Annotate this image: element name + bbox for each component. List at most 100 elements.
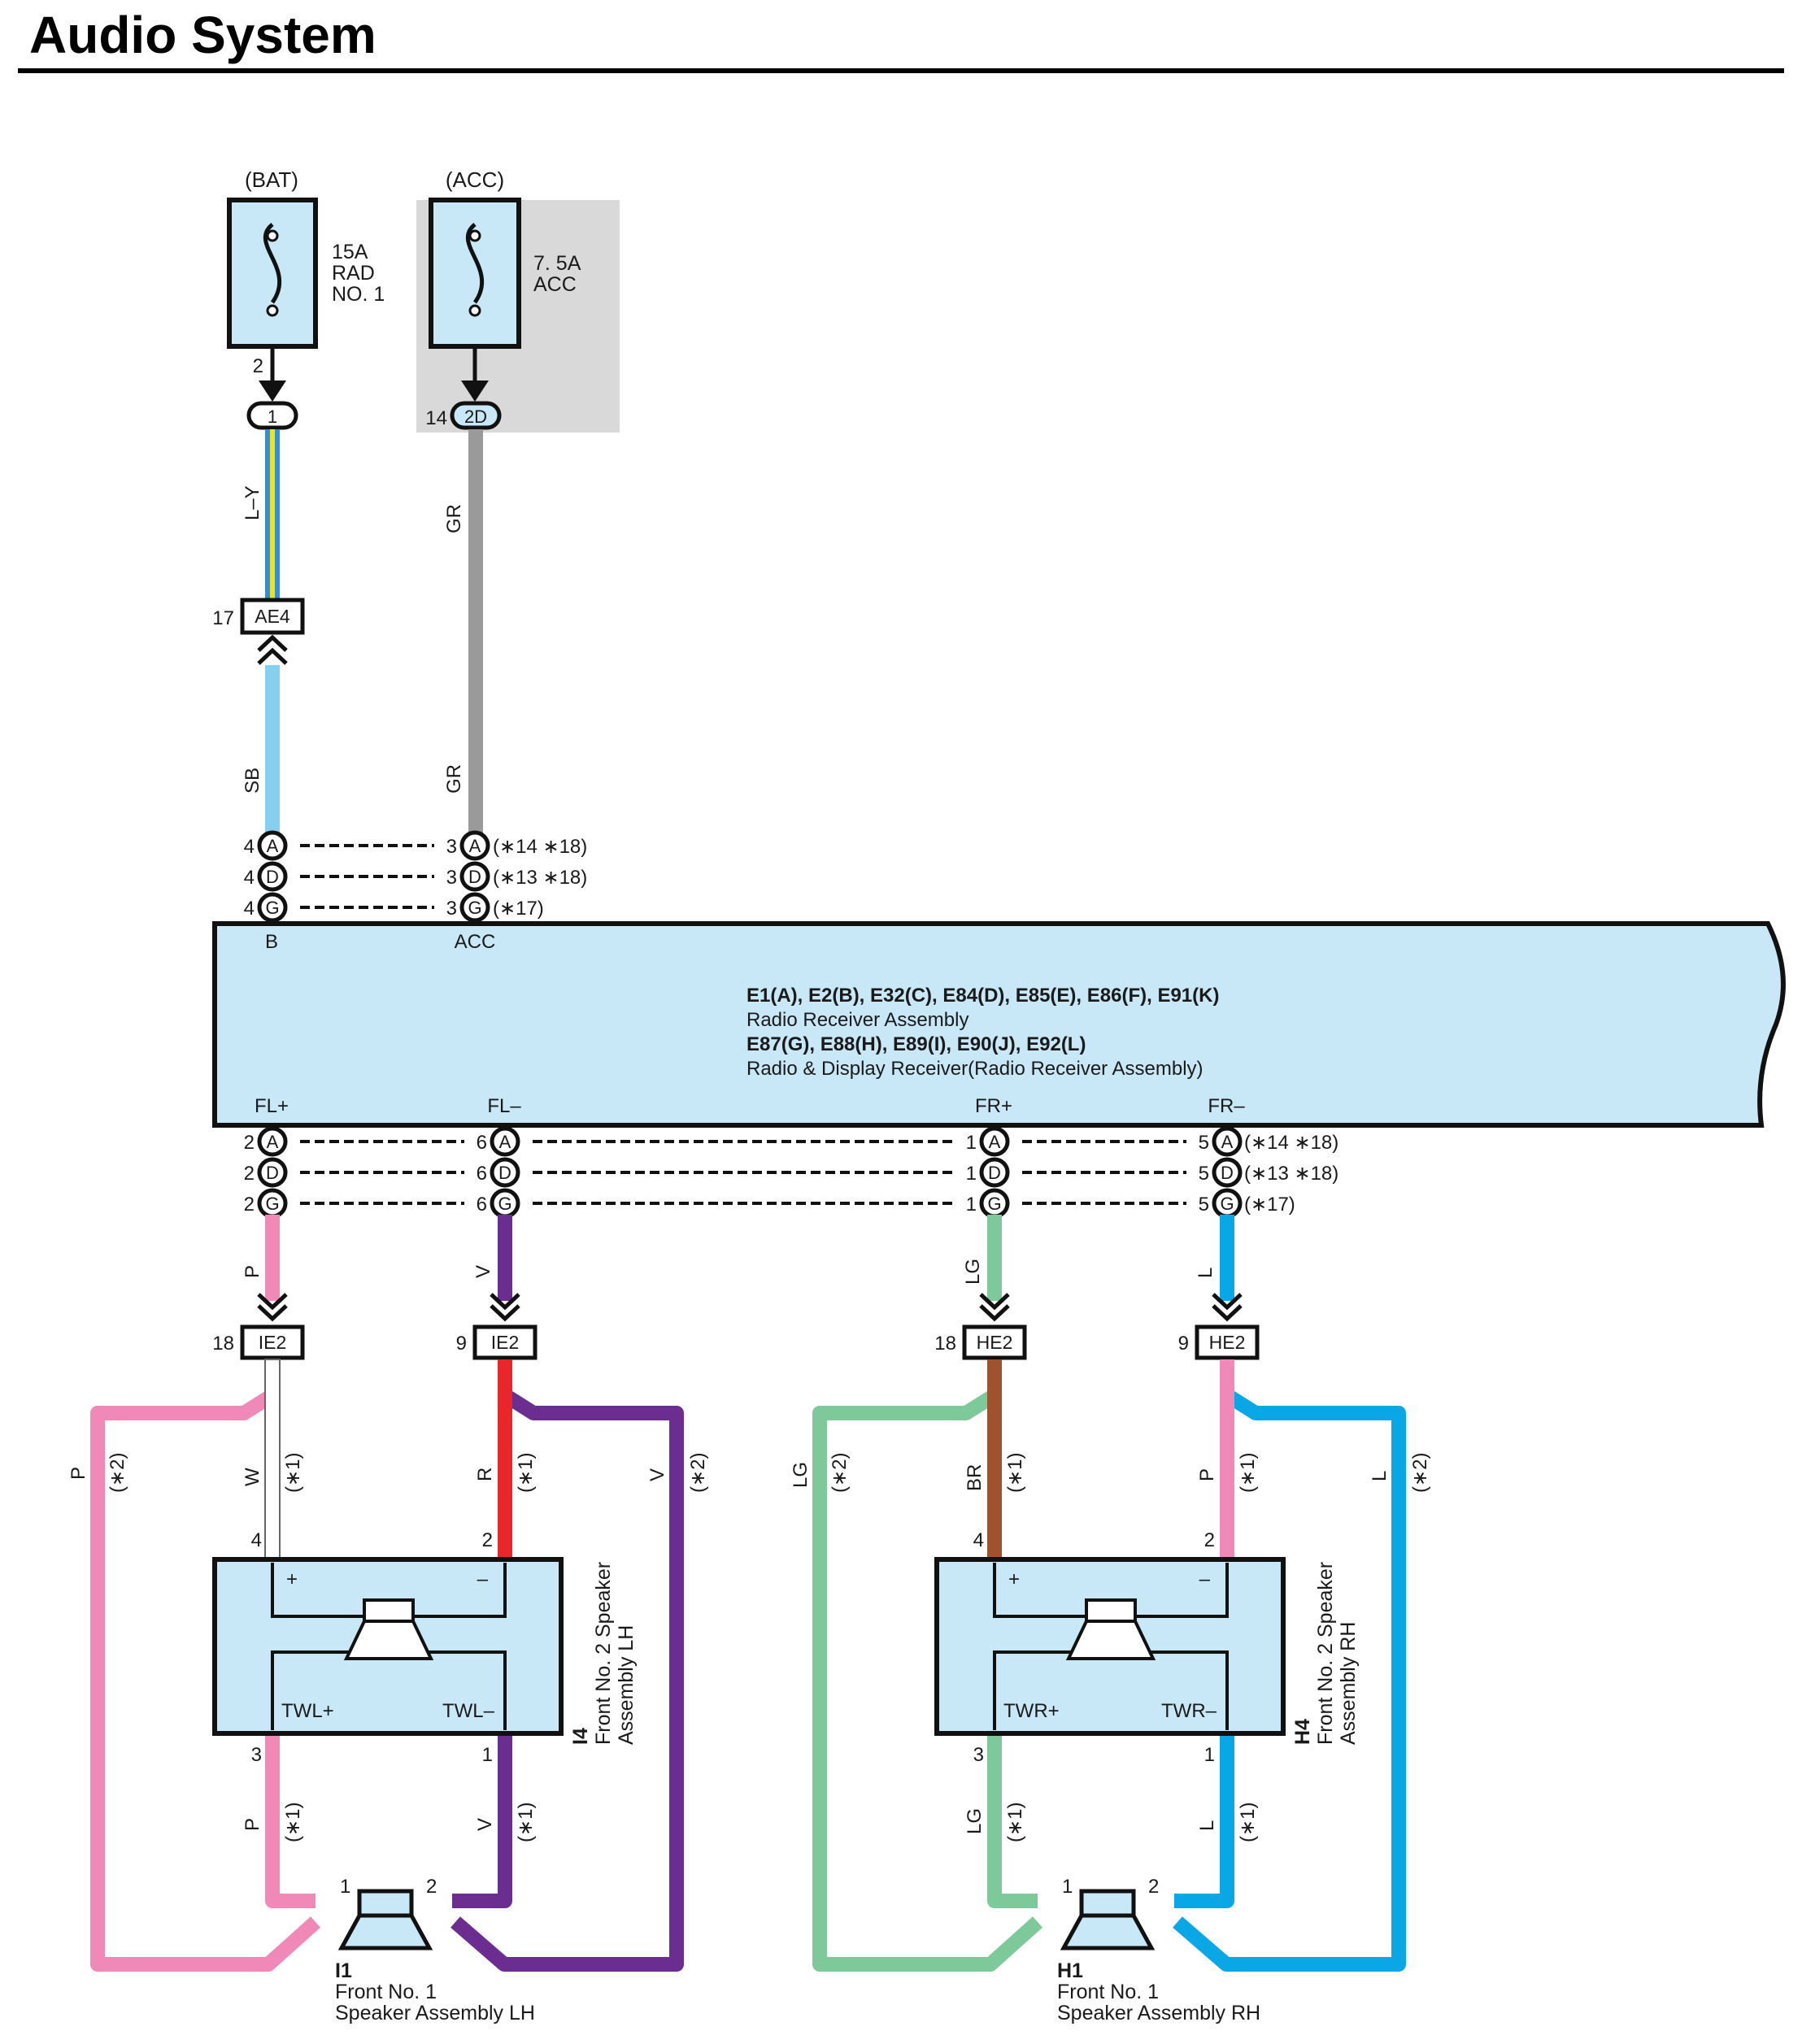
connector-ie2-fl-plus-pin: 18: [212, 1333, 234, 1355]
lh-outer-v-label: V: [646, 1468, 668, 1481]
wire-rh-tw-l: [1174, 1733, 1234, 1908]
lh-spk-code: I1: [335, 1959, 352, 1982]
lh-spk-pin1: 1: [340, 1876, 350, 1898]
wire-sb-label: SB: [242, 768, 263, 794]
connector-he2-fr-plus-label: HE2: [977, 1332, 1013, 1353]
lh-pin-minus: 2: [482, 1529, 493, 1551]
fuse-element-icon: [465, 223, 485, 304]
bat-fuse-rating: 15A: [332, 241, 368, 263]
receiver-name-line2: Radio & Display Receiver(Radio Receiver …: [746, 1058, 1204, 1080]
lh-assy-line1: Front No. 2 Speaker: [592, 1562, 615, 1745]
pin-number: 4: [244, 898, 255, 920]
connector-he2-fr-plus: [962, 1324, 1027, 1360]
connector-ie2-fl-plus: [240, 1324, 305, 1360]
lh-tw-v-note: (∗1): [515, 1803, 537, 1842]
acc-source-label: (ACC): [446, 167, 504, 192]
connector-letter: G: [1220, 1194, 1234, 1214]
wire-sb: [265, 665, 280, 834]
rh-outer-lg-label: LG: [790, 1462, 812, 1488]
rh-outer-lg-note: (∗2): [829, 1453, 851, 1493]
rh-tw-minus: TWR–: [1161, 1700, 1217, 1722]
receiver-connectors-line1: E1(A), E2(B), E32(C), E84(D), E85(E), E8…: [746, 985, 1219, 1007]
connector-pin-circle: [979, 1126, 1010, 1157]
lh-tw-plus: TWL+: [281, 1700, 334, 1722]
lh-pin-plus: 4: [251, 1529, 262, 1551]
connector-letter: G: [498, 1194, 511, 1214]
connector-letter: A: [499, 1132, 511, 1152]
lh-outer-p-label: P: [67, 1467, 89, 1480]
lh-pin-tw-plus: 3: [251, 1744, 262, 1766]
connector-letter: G: [468, 898, 481, 918]
lh-w-note: (∗1): [282, 1453, 304, 1493]
lh-tw-p-label: P: [242, 1818, 263, 1831]
acc-fuse-rating: 7. 5A: [533, 252, 581, 275]
lh-spk-pin2: 2: [426, 1876, 437, 1898]
wire-lh-w: [264, 1359, 281, 1560]
connector-letter: D: [498, 1163, 511, 1183]
fuse-acc: (ACC) 7. 5A ACC: [429, 167, 581, 349]
wire-fr-plus-label: LG: [962, 1259, 984, 1285]
wire-rh-tw-lg: [987, 1733, 1038, 1908]
wire-lh-tw-v: [452, 1733, 512, 1908]
lh-pin-tw-minus: 1: [482, 1744, 493, 1766]
connector-letter: G: [265, 898, 279, 918]
lh-tw-p-note: (∗1): [282, 1803, 304, 1842]
rh-br-label: BR: [964, 1464, 986, 1491]
fuse-rad-no1: (BAT) 15A RAD NO. 1: [227, 167, 385, 349]
acc-fuse-name: ACC: [533, 273, 577, 296]
connector-pin-circle: [490, 1157, 520, 1188]
rh-spk-pin2: 2: [1148, 1876, 1159, 1898]
lh-assy-line2: Assembly LH: [615, 1625, 638, 1745]
variant-note: (∗14 ∗18): [493, 836, 587, 858]
variant-note: (∗13 ∗18): [493, 867, 587, 889]
connector-letter: A: [267, 1132, 279, 1152]
connector-letter: A: [1221, 1132, 1234, 1152]
rh-spk-pin1: 1: [1062, 1876, 1073, 1898]
lh-tw-v-label: V: [474, 1818, 496, 1831]
connector-pin-circle: [459, 892, 490, 923]
bat-fuse-name-1: RAD: [332, 262, 375, 285]
acc-fuse-pin: 14: [425, 407, 447, 429]
pin-number: 5: [1199, 1194, 1209, 1216]
connector-he2-fr-minus-label: HE2: [1209, 1332, 1246, 1353]
pin-number: 3: [446, 898, 457, 920]
connector-ae4: [240, 598, 305, 635]
junction-connector-2d-label: 2D: [464, 407, 487, 427]
rh-br-note: (∗1): [1004, 1453, 1026, 1493]
connector-pin-circle: [257, 892, 288, 923]
connector-ie2-fl-minus: [472, 1324, 538, 1360]
pin-number: 4: [244, 867, 255, 889]
pin-number: 1: [966, 1163, 977, 1185]
pin-number: 2: [244, 1132, 255, 1154]
pin-number: 4: [244, 836, 255, 858]
connector-ie2-fl-plus-label: IE2: [259, 1332, 287, 1353]
connector-he2-fr-plus-pin: 18: [934, 1333, 956, 1355]
rh-tw-l-note: (∗1): [1237, 1803, 1259, 1842]
connector-ae4-pin: 17: [212, 607, 234, 629]
arrow-down-icon: [461, 381, 489, 402]
lh-r-note: (∗1): [515, 1453, 537, 1493]
rh-speaker-group: LG (∗2) BR (∗1) P (∗1) L (∗2) 4 2 + – TW…: [790, 1359, 1431, 2024]
variant-note: (∗17): [1244, 1194, 1295, 1216]
connector-pin-circle: [1212, 1126, 1243, 1157]
wire-gr-label-upper: GR: [443, 504, 465, 533]
pin-number: 3: [446, 867, 457, 889]
rh-pin-tw-minus: 1: [1204, 1744, 1215, 1766]
pin-number: 2: [244, 1194, 255, 1216]
pin-number: 1: [966, 1132, 977, 1154]
wire-gr-label-lower: GR: [443, 764, 465, 794]
connector-letter: D: [988, 1163, 1001, 1183]
wire-fl-plus: [265, 1215, 280, 1301]
bat-fuse-pin: 2: [253, 355, 263, 377]
junction-connector-2d: [450, 401, 502, 430]
connector-letter: D: [468, 867, 481, 887]
wire-ly-label: L–Y: [242, 485, 263, 520]
rh-assy-code: H4: [1291, 1719, 1314, 1745]
connector-letter: A: [989, 1132, 1001, 1152]
rh-tw-l-label: L: [1196, 1820, 1218, 1831]
page-title: Audio System: [29, 6, 377, 64]
lh-minus-sign: –: [477, 1568, 489, 1590]
inline-connector-arrow-icon: [490, 1293, 520, 1322]
connector-letter: D: [266, 867, 279, 887]
